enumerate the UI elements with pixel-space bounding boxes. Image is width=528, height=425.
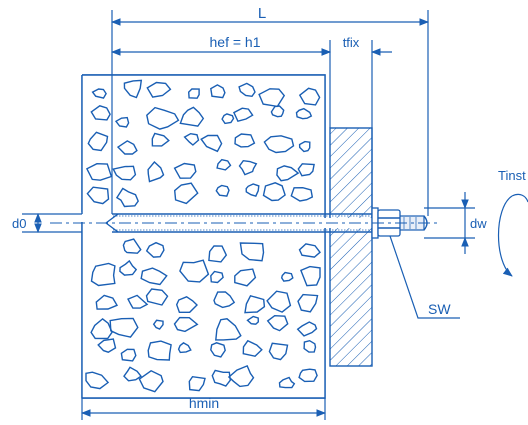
aggregate-stone — [245, 183, 260, 197]
aggregate-stone — [210, 84, 226, 99]
aggregate-stone — [295, 107, 313, 120]
aggregate-stone — [290, 186, 314, 202]
aggregate-stone — [90, 318, 113, 340]
aggregate-stone — [87, 131, 109, 152]
aggregate-stone — [146, 81, 172, 98]
aggregate-stone — [122, 238, 142, 254]
aggregate-stone — [175, 296, 199, 313]
aggregate-stone — [298, 243, 321, 258]
aggregate-stone — [208, 245, 228, 263]
aggregate-stone — [234, 268, 257, 287]
aggregate-stone — [298, 140, 311, 153]
aggregate-stone — [120, 348, 137, 362]
label-hmin: hmin — [189, 395, 219, 411]
aggregate-stone — [145, 288, 169, 306]
aggregate-stone — [85, 371, 110, 390]
aggregate-stone — [270, 105, 285, 118]
torque-arrow — [497, 195, 513, 277]
label-Tinst: Tinst — [498, 168, 526, 183]
aggregate-stone — [86, 186, 110, 205]
label-SW: SW — [428, 301, 451, 317]
aggregate-stone — [276, 165, 300, 182]
aggregate-stone — [211, 369, 232, 387]
aggregate-stone — [147, 340, 172, 361]
aggregate-stone — [177, 342, 192, 354]
aggregate-stone — [246, 315, 260, 325]
aggregate-stone — [97, 338, 117, 353]
aggregate-stone — [119, 259, 138, 276]
concrete-block — [81, 74, 326, 399]
aggregate-stone — [173, 162, 197, 179]
aggregate-stone — [296, 321, 318, 337]
anchor-rod — [50, 207, 440, 239]
aggregate-stone — [145, 241, 165, 258]
label-tfix: tfix — [343, 35, 360, 50]
aggregate-stone — [238, 82, 256, 98]
aggregate-stone — [210, 270, 224, 284]
aggregate-stone — [210, 342, 226, 358]
fixture-plate — [329, 127, 373, 367]
aggregate-stone — [297, 163, 315, 177]
aggregate-stone — [90, 105, 111, 121]
aggregate-stone — [90, 262, 116, 287]
aggregate-stone — [221, 113, 235, 125]
aggregate-stone — [215, 184, 230, 197]
aggregate-stone — [239, 242, 265, 262]
aggregate-stone — [91, 88, 107, 99]
aggregate-stone — [173, 316, 199, 333]
aggregate-stone — [227, 364, 255, 388]
aggregate-stone — [123, 79, 143, 99]
aggregate-stone — [173, 182, 199, 205]
aggregate-stone — [216, 158, 232, 171]
aggregate-stone — [116, 140, 138, 155]
aggregate-stone — [85, 162, 113, 181]
aggregate-stone — [297, 293, 319, 313]
aggregate-stone — [152, 319, 164, 330]
aggregate-stone — [95, 294, 119, 310]
aggregate-stone — [147, 160, 165, 183]
label-hef: hef = h1 — [210, 34, 261, 50]
aggregate-stone — [234, 133, 256, 148]
sw-leader — [389, 235, 460, 319]
aggregate-stone — [112, 165, 137, 181]
aggregate-stone — [242, 339, 263, 357]
extension-lines — [22, 10, 475, 420]
aggregate-stone — [266, 290, 292, 313]
aggregate-stone — [268, 342, 289, 361]
aggregate-stone — [183, 132, 200, 146]
aggregate-stone — [244, 294, 266, 314]
aggregate-stone — [123, 366, 143, 382]
aggregate-stone — [138, 369, 164, 393]
label-L: L — [258, 5, 266, 22]
aggregate-stone — [298, 368, 318, 383]
aggregate-stone — [140, 267, 168, 286]
aggregate-stone — [278, 376, 296, 389]
aggregate-stone — [262, 182, 286, 202]
aggregate-stone — [114, 116, 130, 128]
aggregate-stone — [115, 187, 139, 208]
aggregate-stone — [151, 132, 170, 147]
aggregate-stone — [200, 134, 223, 153]
aggregate-stone — [179, 106, 205, 127]
aggregate-stone — [299, 265, 321, 287]
label-dw: dw — [470, 216, 487, 231]
aggregate-stone — [280, 271, 294, 282]
aggregate-stone — [109, 317, 139, 338]
aggregate-stone — [263, 135, 295, 154]
aggregate-stone — [146, 106, 180, 130]
aggregate-stone — [127, 294, 149, 309]
aggregate-stone — [303, 339, 317, 353]
aggregate-stone — [215, 318, 242, 341]
aggregate-stone — [187, 88, 200, 99]
aggregate-stone — [298, 87, 321, 106]
label-d0: d0 — [12, 216, 26, 231]
aggregate-stone — [213, 291, 236, 309]
aggregate-stone — [266, 314, 289, 332]
aggregate-stone — [232, 107, 254, 123]
aggregate-stone — [179, 259, 210, 283]
aggregate-stone — [188, 375, 206, 392]
aggregate-stone — [238, 159, 258, 176]
